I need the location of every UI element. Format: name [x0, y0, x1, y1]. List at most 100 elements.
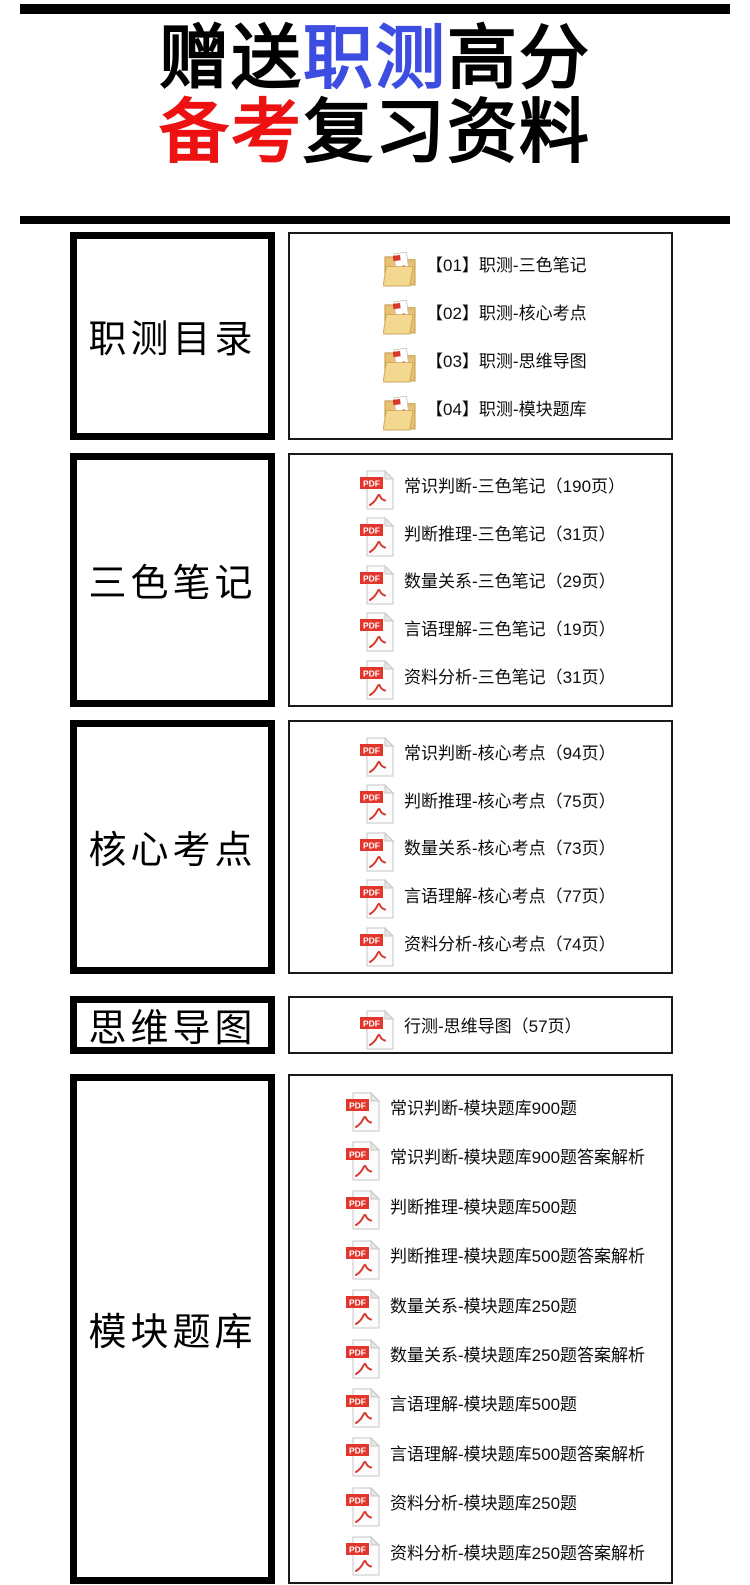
file-name: 资料分析-三色笔记（31页）	[404, 667, 616, 687]
title-divider	[20, 215, 730, 224]
file-name: 常识判断-核心考点（94页）	[404, 744, 616, 764]
file-item: 资料分析-模块题库250题答案解析	[290, 1531, 671, 1577]
pdf-file-icon	[345, 1091, 380, 1132]
file-name: 判断推理-模块题库500题	[390, 1197, 578, 1217]
pdf-file-icon	[345, 1338, 380, 1379]
folder-name: 【03】职测-思维导图	[426, 352, 587, 372]
file-item: 判断推理-模块题库500题	[290, 1185, 671, 1231]
folder-item: 【04】职测-模块题库	[290, 388, 671, 432]
file-name: 常识判断-模块题库900题	[390, 1099, 578, 1119]
file-item: 常识判断-三色笔记（190页）	[290, 465, 671, 510]
file-item: 判断推理-三色笔记（31页）	[290, 512, 671, 558]
section-catalog: 职测目录 【01】职测-三色笔记 【02】职测-核心考点 【03】职测-思维导图…	[70, 231, 750, 440]
file-name: 数量关系-三色笔记（29页）	[404, 572, 616, 592]
file-list: 常识判断-三色笔记（190页） 判断推理-三色笔记（31页） 数量关系-三色笔记…	[288, 452, 673, 707]
title-line-2: 备考复习资料	[0, 92, 750, 171]
pdf-file-icon	[359, 564, 394, 605]
file-item: 数量关系-模块题库250题	[290, 1284, 671, 1330]
pdf-folder-icon	[382, 345, 416, 384]
file-name: 判断推理-模块题库500题答案解析	[390, 1247, 646, 1267]
title-line-1: 赠送职测高分	[0, 19, 750, 97]
file-item: 数量关系-核心考点（73页）	[290, 827, 671, 872]
section-three-color-notes: 三色笔记 常识判断-三色笔记（190页） 判断推理-三色笔记（31页） 数量关系…	[70, 452, 750, 707]
file-name: 资料分析-核心考点（74页）	[404, 934, 616, 954]
title-text: 高分	[447, 19, 591, 97]
pdf-file-icon	[345, 1486, 380, 1527]
folder-item: 【03】职测-思维导图	[290, 340, 671, 384]
file-item: 言语理解-模块题库500题	[290, 1383, 671, 1428]
folder-item: 【02】职测-核心考点	[290, 292, 671, 336]
file-item: 数量关系-三色笔记（29页）	[290, 560, 671, 605]
pdf-file-icon	[359, 784, 394, 825]
file-item: 言语理解-模块题库500题答案解析	[290, 1432, 671, 1478]
pdf-folder-icon	[382, 297, 416, 336]
file-name: 行测-思维导图（57页）	[404, 1017, 582, 1037]
pdf-file-icon	[345, 1387, 380, 1428]
file-item: 资料分析-三色笔记（31页）	[290, 655, 671, 701]
section-label-box: 思维导图	[70, 995, 275, 1054]
file-list: 行测-思维导图（57页）	[288, 995, 673, 1054]
title-text: 赠送	[159, 19, 303, 97]
pdf-file-icon	[359, 612, 394, 653]
file-name: 言语理解-核心考点（77页）	[404, 886, 616, 906]
pdf-file-icon	[359, 736, 394, 777]
folder-item: 【01】职测-三色笔记	[290, 244, 671, 288]
file-list: 常识判断-模块题库900题 常识判断-模块题库900题答案解析 判断推理-模块题…	[288, 1073, 673, 1584]
content: 职测目录 【01】职测-三色笔记 【02】职测-核心考点 【03】职测-思维导图…	[0, 231, 750, 1584]
pdf-folder-icon	[382, 249, 416, 288]
section-label: 核心考点	[88, 830, 257, 873]
pdf-file-icon	[359, 831, 394, 872]
section-label-box: 三色笔记	[70, 452, 275, 707]
title-highlight-red: 备考	[159, 92, 303, 171]
section-label: 职测目录	[88, 319, 257, 362]
folder-name: 【04】职测-模块题库	[426, 400, 587, 420]
file-item: 判断推理-核心考点（75页）	[290, 779, 671, 825]
file-name: 判断推理-三色笔记（31页）	[404, 524, 616, 544]
pdf-folder-icon	[382, 393, 416, 432]
section-label-box: 职测目录	[70, 231, 275, 440]
pdf-file-icon	[359, 517, 394, 558]
file-item: 资料分析-核心考点（74页）	[290, 922, 671, 968]
pdf-file-icon	[345, 1239, 380, 1280]
section-label: 三色笔记	[88, 563, 257, 606]
folder-name: 【02】职测-核心考点	[426, 304, 587, 324]
file-name: 言语理解-三色笔记（19页）	[404, 619, 616, 639]
file-item: 常识判断-核心考点（94页）	[290, 732, 671, 777]
file-name: 常识判断-三色笔记（190页）	[404, 477, 626, 497]
pdf-file-icon	[345, 1190, 380, 1231]
pdf-file-icon	[345, 1289, 380, 1330]
file-name: 常识判断-模块题库900题答案解析	[390, 1148, 646, 1168]
pdf-file-icon	[359, 469, 394, 510]
file-item: 言语理解-核心考点（77页）	[290, 874, 671, 920]
file-name: 数量关系-核心考点（73页）	[404, 839, 616, 859]
folder-name: 【01】职测-三色笔记	[426, 256, 587, 276]
section-label-box: 核心考点	[70, 719, 275, 974]
page-title: 赠送职测高分 备考复习资料	[0, 19, 750, 171]
pdf-file-icon	[345, 1536, 380, 1577]
pdf-file-icon	[345, 1140, 380, 1181]
section-label-box: 模块题库	[70, 1073, 275, 1584]
file-item: 行测-思维导图（57页）	[290, 1005, 671, 1050]
section-core-points: 核心考点 常识判断-核心考点（94页） 判断推理-核心考点（75页） 数量关系-…	[70, 719, 750, 974]
section-mind-map: 思维导图 行测-思维导图（57页）	[70, 995, 750, 1054]
top-accent-bar	[20, 4, 730, 14]
title-text: 复习资料	[303, 92, 591, 171]
pdf-file-icon	[359, 660, 394, 701]
pdf-file-icon	[359, 1009, 394, 1050]
file-name: 资料分析-模块题库250题答案解析	[390, 1543, 646, 1563]
file-name: 言语理解-模块题库500题	[390, 1395, 578, 1415]
file-name: 判断推理-核心考点（75页）	[404, 791, 616, 811]
file-name: 数量关系-模块题库250题	[390, 1296, 578, 1316]
file-list: 常识判断-核心考点（94页） 判断推理-核心考点（75页） 数量关系-核心考点（…	[288, 719, 673, 974]
section-question-bank: 模块题库 常识判断-模块题库900题 常识判断-模块题库900题答案解析 判断推…	[70, 1073, 750, 1584]
section-label: 思维导图	[88, 1008, 257, 1051]
file-name: 资料分析-模块题库250题	[390, 1494, 578, 1514]
file-item: 常识判断-模块题库900题答案解析	[290, 1136, 671, 1181]
file-item: 资料分析-模块题库250题	[290, 1482, 671, 1527]
file-item: 判断推理-模块题库500题答案解析	[290, 1235, 671, 1280]
file-name: 数量关系-模块题库250题答案解析	[390, 1346, 646, 1366]
pdf-file-icon	[345, 1437, 380, 1478]
file-name: 言语理解-模块题库500题答案解析	[390, 1444, 646, 1464]
file-item: 言语理解-三色笔记（19页）	[290, 607, 671, 653]
file-item: 数量关系-模块题库250题答案解析	[290, 1334, 671, 1379]
